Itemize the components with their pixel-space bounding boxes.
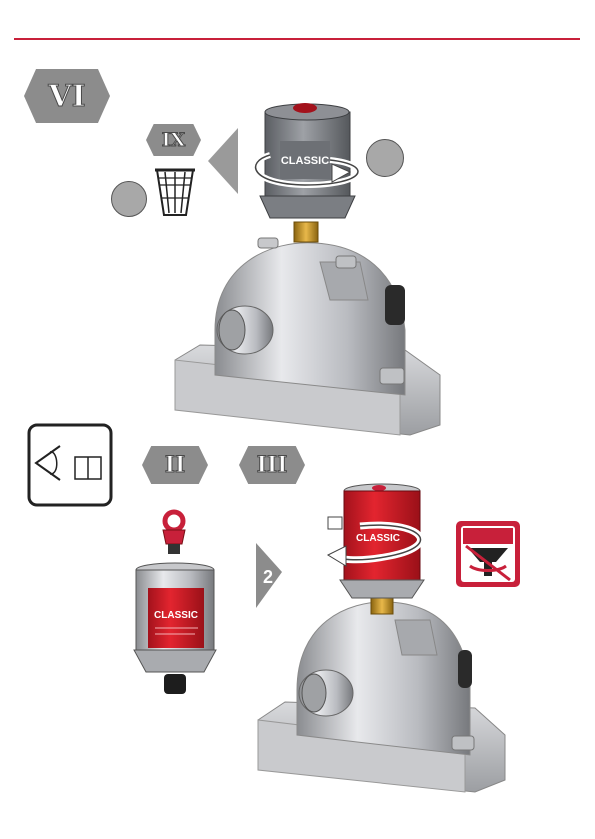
trash-bin-icon: [155, 170, 195, 215]
new-lubricator-loose: CLASSIC: [134, 563, 216, 694]
direction-arrow-left: [208, 128, 238, 194]
bearing-housing-bottom: [258, 602, 505, 792]
svg-text:CLASSIC: CLASSIC: [281, 155, 329, 167]
svg-text:CLASSIC: CLASSIC: [154, 610, 198, 621]
old-lubricator: CLASSIC: [256, 103, 358, 218]
see-manual-icon: [29, 425, 111, 505]
svg-text:2: 2: [263, 567, 273, 587]
new-lubricator-mounted: CLASSIC: [328, 484, 424, 598]
do-not-screw-with-tool-icon: [456, 521, 520, 587]
eye-bolt: [163, 512, 185, 554]
bearing-housing-top: [175, 238, 440, 435]
svg-text:CLASSIC: CLASSIC: [356, 533, 400, 544]
